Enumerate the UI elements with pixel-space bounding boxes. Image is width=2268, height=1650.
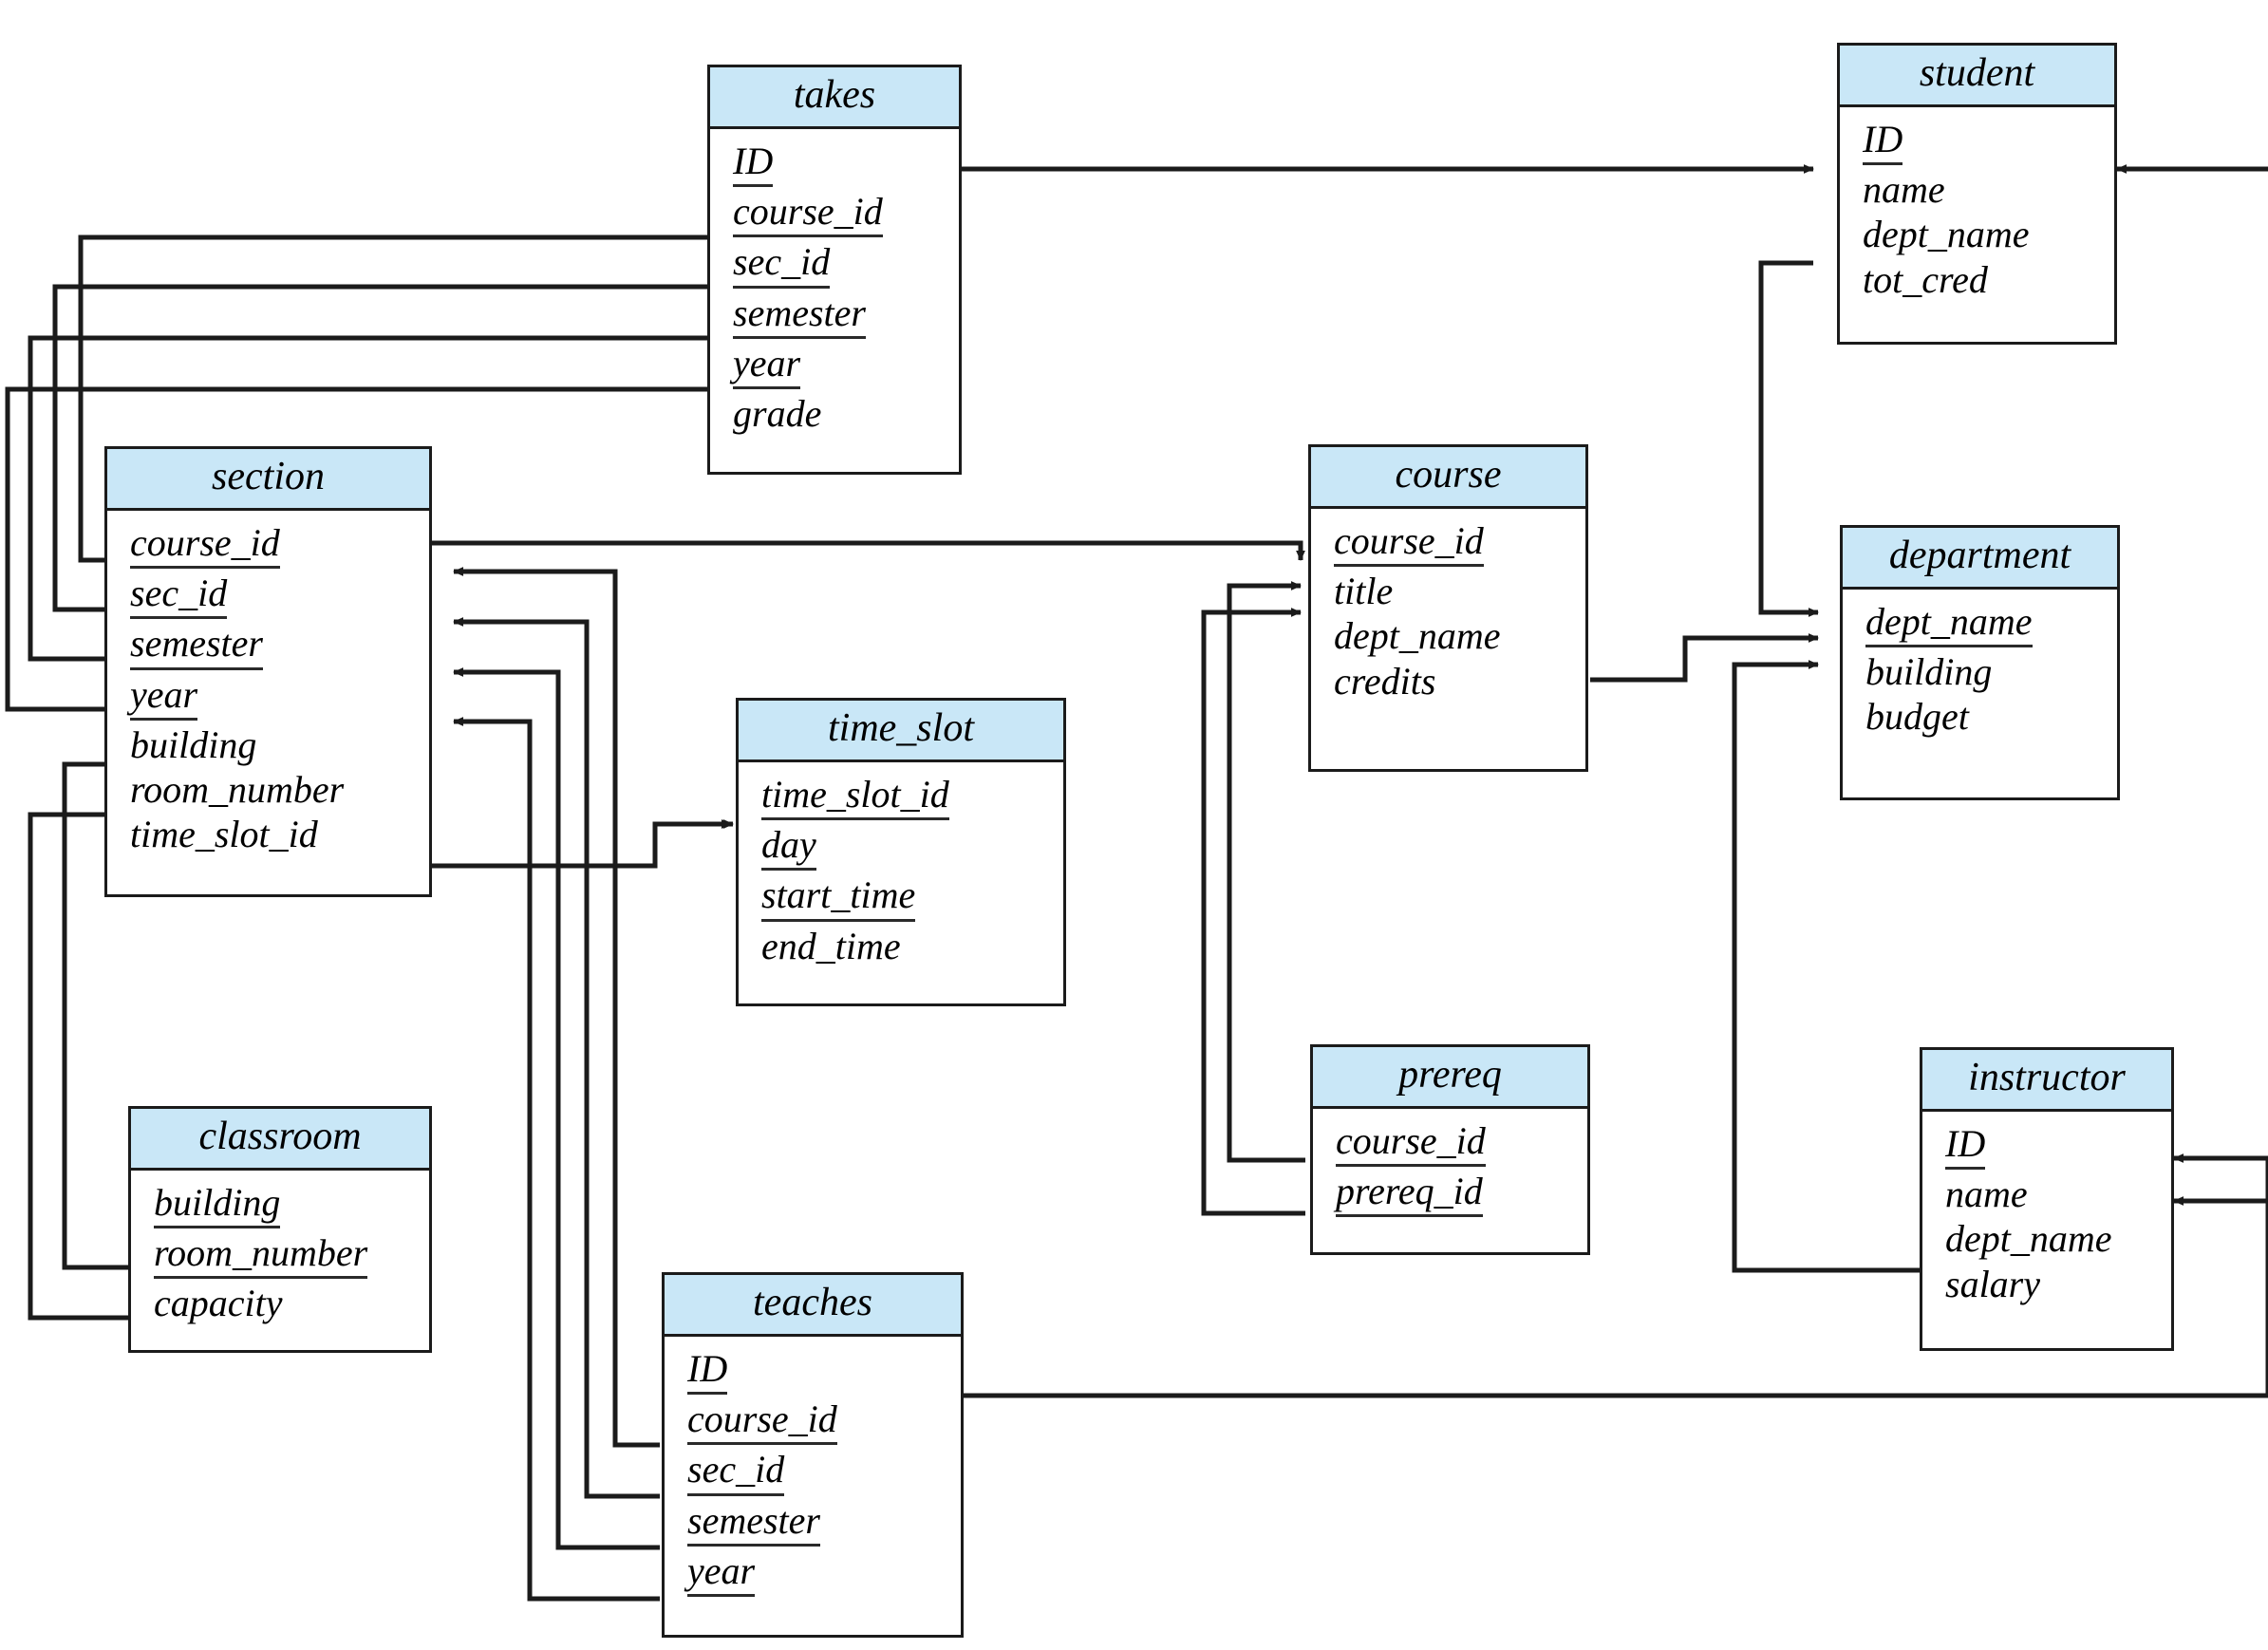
attr-list-classroom: building room_number capacity — [131, 1171, 429, 1340]
attr-course-credits: credits — [1334, 659, 1436, 703]
attr-instructor-id: ID — [1945, 1121, 1986, 1171]
attr-list-course: course_id title dept_name credits — [1311, 509, 1585, 717]
attr-department-budget: budget — [1865, 695, 1969, 739]
rel-student-deptname-to-department-deptname — [1758, 260, 1819, 617]
attr-list-department: dept_name building budget — [1843, 590, 2117, 753]
attr-section-building: building — [130, 722, 257, 766]
attr-instructor-salary: salary — [1945, 1262, 2040, 1305]
attr-teaches-sec-id: sec_id — [687, 1447, 785, 1496]
rel-course-deptname-to-department-deptname — [1590, 633, 1819, 683]
table-title-course: course — [1311, 447, 1585, 509]
attr-takes-semester: semester — [733, 291, 866, 339]
attr-time-slot-start-time: start_time — [761, 872, 916, 922]
attr-instructor-name: name — [1945, 1172, 2028, 1216]
attr-teaches-id: ID — [687, 1346, 728, 1396]
rel-teaches-secid-to-section-secid — [453, 617, 660, 1499]
rel-prereq-prereqid-to-course-courseid — [1201, 608, 1305, 1216]
table-title-instructor: instructor — [1922, 1050, 2171, 1112]
attr-course-dept-name: dept_name — [1334, 614, 1501, 658]
attr-classroom-room-number: room_number — [154, 1230, 368, 1280]
attr-student-id: ID — [1863, 117, 1903, 166]
attr-classroom-building: building — [154, 1180, 281, 1229]
attr-prereq-course-id: course_id — [1336, 1118, 1486, 1168]
attr-list-teaches: ID course_id sec_id semester year — [665, 1337, 961, 1612]
attr-student-dept-name: dept_name — [1863, 213, 2030, 256]
table-title-department: department — [1843, 528, 2117, 590]
attr-time-slot-day: day — [761, 822, 816, 872]
table-teaches[interactable]: teaches ID course_id sec_id semester yea… — [662, 1272, 964, 1638]
attr-section-year: year — [130, 672, 198, 721]
attr-takes-course-id: course_id — [733, 189, 883, 238]
attr-course-course-id: course_id — [1334, 518, 1484, 568]
attr-takes-grade: grade — [733, 391, 822, 435]
table-title-classroom: classroom — [131, 1109, 429, 1171]
attr-student-name: name — [1863, 168, 1945, 212]
attr-list-section: course_id sec_id semester year building … — [107, 511, 429, 870]
rel-teaches-courseid-to-section-courseid — [453, 567, 660, 1448]
table-prereq[interactable]: prereq course_id prereq_id — [1310, 1044, 1590, 1255]
table-classroom[interactable]: classroom building room_number capacity — [128, 1106, 432, 1353]
table-course[interactable]: course course_id title dept_name credits — [1308, 444, 1588, 772]
attr-prereq-prereq-id: prereq_id — [1336, 1169, 1483, 1218]
table-instructor[interactable]: instructor ID name dept_name salary — [1920, 1047, 2174, 1351]
attr-classroom-capacity: capacity — [154, 1282, 283, 1325]
attr-section-room-number: room_number — [130, 767, 345, 811]
rel-teaches-year-to-section-year — [453, 717, 660, 1602]
attr-list-instructor: ID name dept_name salary — [1922, 1112, 2171, 1320]
table-title-teaches: teaches — [665, 1275, 961, 1337]
attr-section-course-id: course_id — [130, 520, 280, 570]
attr-takes-sec-id: sec_id — [733, 239, 831, 289]
attr-teaches-semester: semester — [687, 1498, 820, 1547]
rel-section-courseid-to-course-courseid — [432, 540, 1305, 561]
table-title-takes: takes — [710, 67, 959, 129]
attr-list-student: ID name dept_name tot_cred — [1840, 107, 2114, 315]
rel-section-timeslotid-to-timeslot — [432, 819, 732, 869]
table-section[interactable]: section course_id sec_id semester year b… — [104, 446, 432, 897]
attr-department-building: building — [1865, 650, 1993, 694]
attr-takes-year: year — [733, 341, 801, 389]
table-title-prereq: prereq — [1313, 1047, 1587, 1109]
attr-teaches-course-id: course_id — [687, 1397, 837, 1446]
table-title-student: student — [1840, 46, 2114, 107]
table-student[interactable]: student ID name dept_name tot_cred — [1837, 43, 2117, 345]
attr-student-tot-cred: tot_cred — [1863, 257, 1988, 301]
rel-teaches-semester-to-section-semester — [453, 667, 660, 1550]
attr-time-slot-time-slot-id: time_slot_id — [761, 772, 949, 821]
attr-section-sec-id: sec_id — [130, 571, 228, 620]
table-department[interactable]: department dept_name building budget — [1840, 525, 2120, 800]
table-time-slot[interactable]: time_slot time_slot_id day start_time en… — [736, 698, 1066, 1006]
attr-time-slot-end-time: end_time — [761, 924, 901, 967]
attr-instructor-dept-name: dept_name — [1945, 1217, 2112, 1261]
attr-department-dept-name: dept_name — [1865, 599, 2033, 648]
attr-section-time-slot-id: time_slot_id — [130, 813, 318, 856]
attr-section-semester: semester — [130, 621, 263, 670]
table-title-section: section — [107, 449, 429, 511]
attr-teaches-year: year — [687, 1548, 756, 1597]
rel-prereq-courseid-to-course-courseid — [1227, 581, 1305, 1163]
attr-course-title: title — [1334, 570, 1394, 613]
attr-list-takes: ID course_id sec_id semester year grade — [710, 129, 959, 449]
rel-teaches-id-to-instructor-id-seg — [2173, 1153, 2268, 1396]
table-takes[interactable]: takes ID course_id sec_id semester year … — [707, 65, 962, 475]
attr-list-time-slot: time_slot_id day start_time end_time — [739, 762, 1063, 982]
attr-takes-id: ID — [733, 139, 774, 188]
attr-list-prereq: course_id prereq_id — [1313, 1109, 1587, 1232]
table-title-time-slot: time_slot — [739, 701, 1063, 762]
